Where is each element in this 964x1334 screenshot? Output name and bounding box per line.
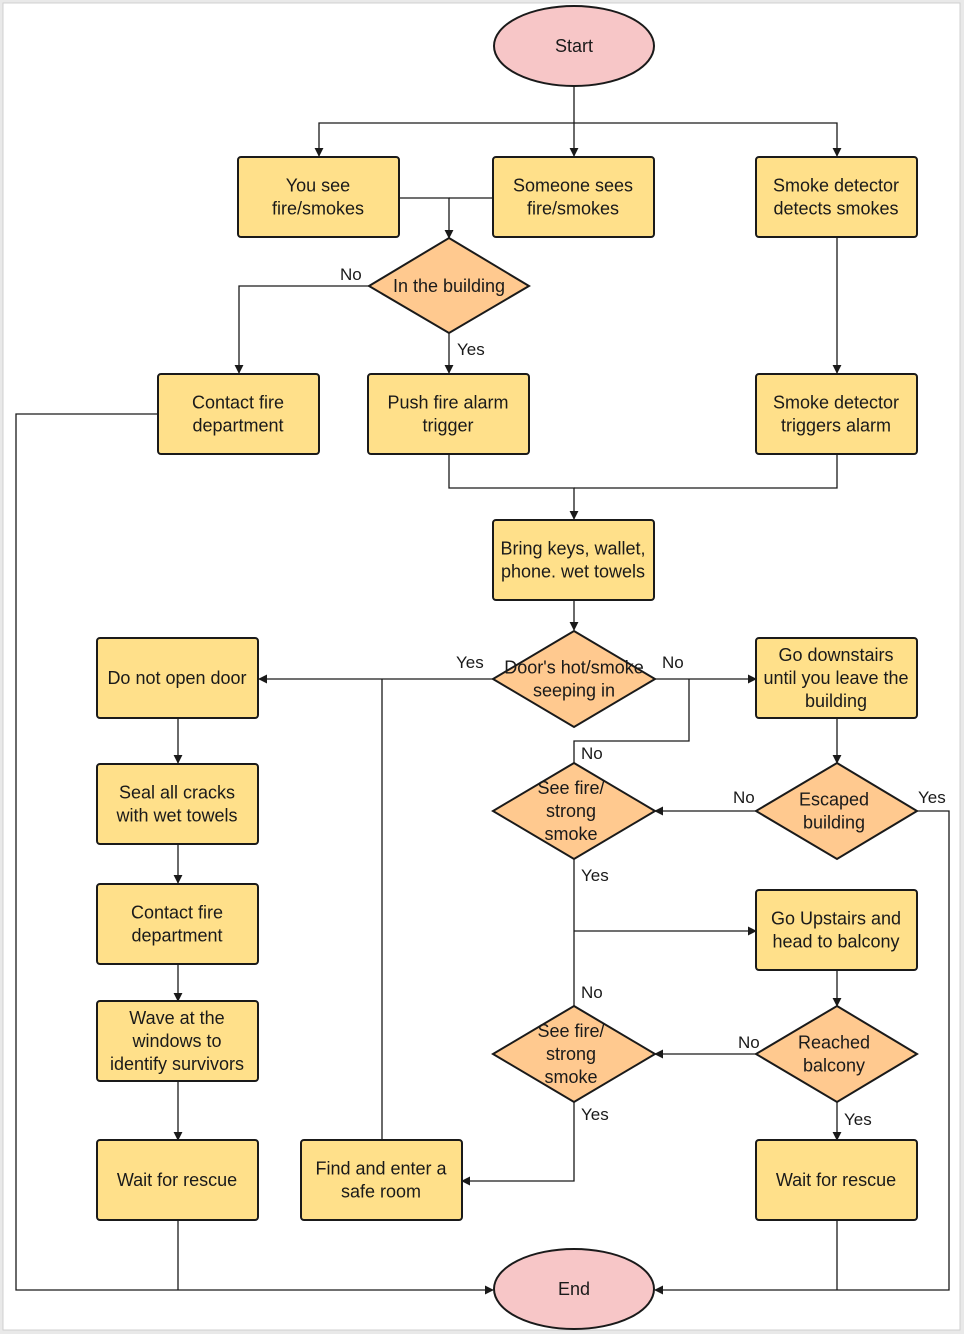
edge-escaped-yes [654,810,950,1295]
node-do-not-open [96,637,259,719]
node-someone-sees [492,156,655,238]
node-find-safe-room [300,1139,463,1221]
edge-start-to-smoke-detects [574,122,842,157]
node-go-upstairs [755,889,918,971]
edge-contact-fire-to-end [15,413,494,1295]
node-see-fire-1 [491,761,657,861]
label-in-building-yes: Yes [457,340,485,359]
edge-triggers-to-bring-keys [574,454,838,489]
node-bring-keys-text: Bring keys, wallet,phone. wet towels [500,539,645,582]
node-contact-fire-2 [96,883,259,965]
label-reached-no: No [738,1033,760,1052]
node-in-building [367,236,531,335]
node-smoke-detects [755,156,918,238]
edge-door-no-to-see-fire [573,679,690,763]
node-start-text: Start [555,36,593,56]
node-start [493,5,655,87]
node-wait-rescue-2 [755,1139,918,1221]
node-end [493,1248,655,1330]
node-wait-rescue-2-text: Wait for rescue [776,1170,896,1190]
node-push-alarm [367,373,530,455]
edge-push-alarm-to-bring-keys [448,454,579,520]
node-in-building-text: In the building [393,276,505,296]
label-see-fire-2-no: No [581,983,603,1002]
label-in-building-no: No [340,265,362,284]
node-you-see [237,156,400,238]
edge-see-fire-2-yes [461,1102,575,1186]
node-see-fire-2 [491,1004,657,1104]
label-escaped-yes: Yes [918,788,946,807]
node-bring-keys [492,519,655,601]
label-see-fire-1-yes: Yes [581,866,609,885]
node-reached-balcony [754,1004,919,1104]
node-end-text: End [558,1279,590,1299]
node-do-not-open-text: Do not open door [107,668,246,688]
label-escaped-no: No [733,788,755,807]
edges [15,86,950,1295]
node-escaped [754,761,919,861]
label-door-yes: Yes [456,653,484,672]
edge-start-to-you-see [314,122,574,157]
node-smoke-triggers [755,373,918,455]
edge-in-building-no [234,285,369,374]
node-doors-hot [491,629,657,729]
label-see-fire-2-yes: Yes [581,1105,609,1124]
node-wave [96,1000,259,1082]
edge-labels: No Yes Yes No No No Yes Yes No No Yes Ye… [340,265,946,1129]
node-wait-rescue-1 [96,1139,259,1221]
node-wait-rescue-1-text: Wait for rescue [117,1170,237,1190]
node-seal-cracks [96,763,259,845]
label-reached-yes: Yes [844,1110,872,1129]
node-go-downstairs [755,637,918,719]
label-door-no: No [662,653,684,672]
node-contact-fire-1 [157,373,320,455]
label-see-fire-1-entry-no: No [581,744,603,763]
